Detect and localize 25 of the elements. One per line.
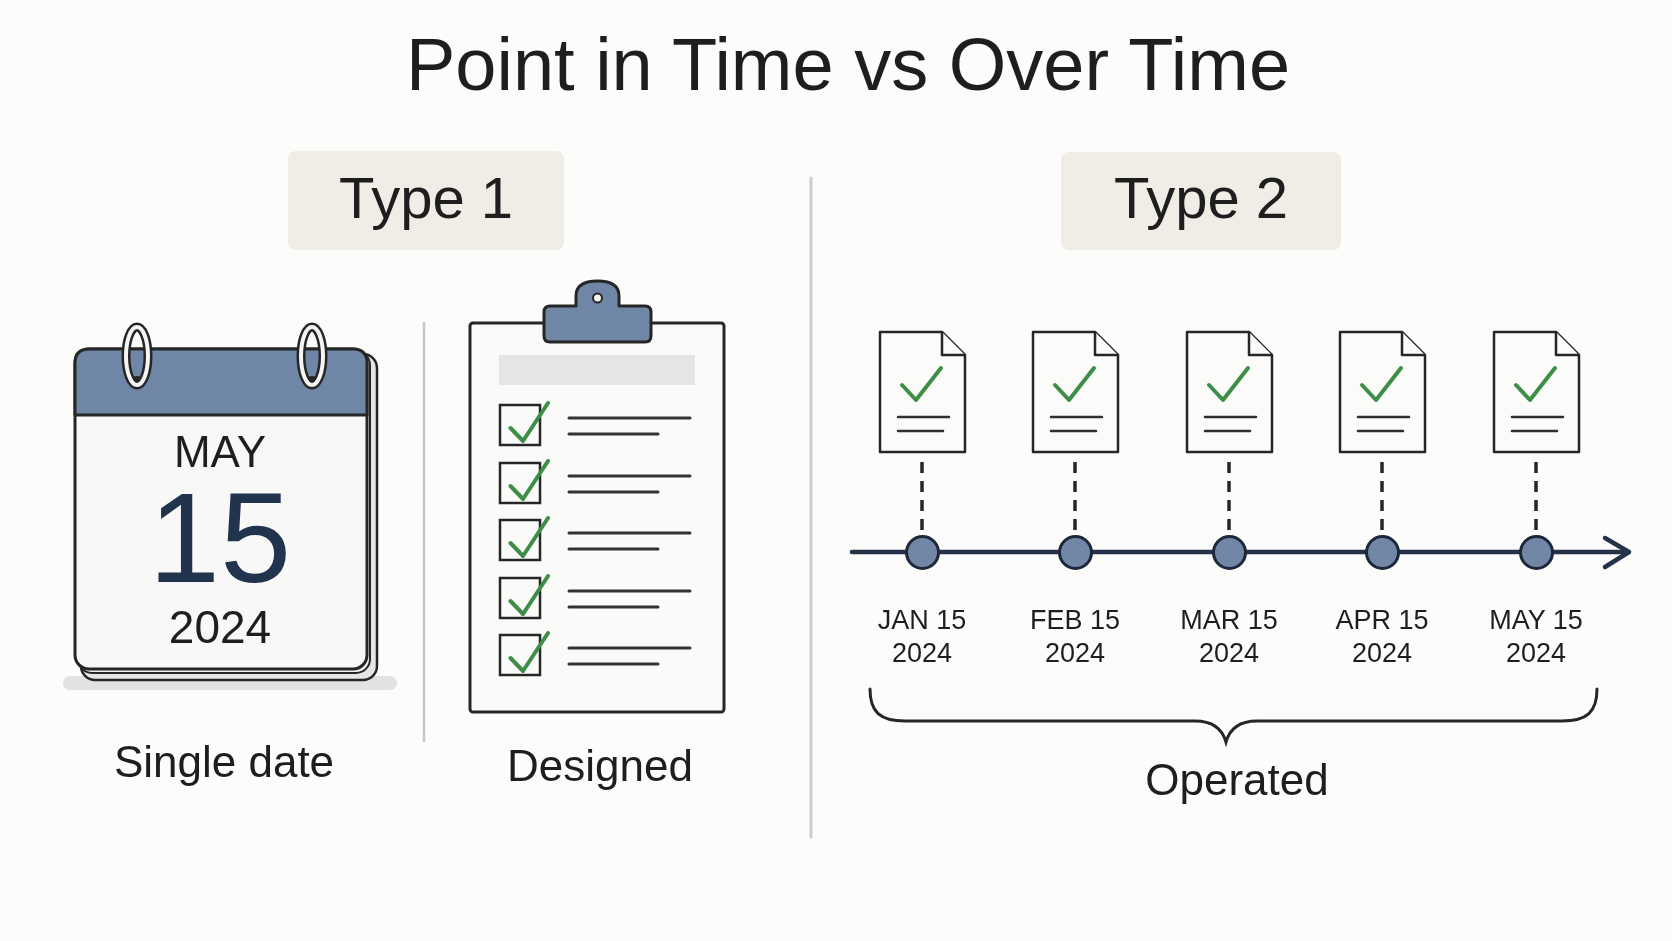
checked-document-icon bbox=[877, 330, 967, 454]
timeline-dot bbox=[904, 534, 940, 570]
checked-document-icon bbox=[1184, 330, 1274, 454]
timeline-dot bbox=[1211, 534, 1247, 570]
date-label: FEB 15 2024 bbox=[1028, 604, 1121, 670]
timeline-dot bbox=[1518, 534, 1554, 570]
year-text: 2024 bbox=[168, 604, 272, 650]
checked-document-icon bbox=[1030, 330, 1120, 454]
date-label: JAN 15 2024 bbox=[876, 604, 968, 670]
timeline-dot bbox=[1057, 534, 1093, 570]
checked-document-icon bbox=[1337, 330, 1427, 454]
title: Point in Time vs Over Time bbox=[405, 21, 1291, 108]
timeline-dot bbox=[1364, 534, 1400, 570]
date-label: APR 15 2024 bbox=[1334, 604, 1430, 670]
section-heading: Type 2 bbox=[1113, 164, 1289, 233]
image-label: Designed bbox=[507, 739, 693, 792]
clipboard-illustration bbox=[468, 279, 727, 714]
date-label: MAR 15 2024 bbox=[1179, 604, 1279, 670]
date-label: MAY 15 2024 bbox=[1488, 604, 1584, 670]
checked-document-icon bbox=[1491, 330, 1581, 454]
bracket-label: Operated bbox=[1145, 753, 1329, 806]
day-number: 15 bbox=[148, 474, 292, 602]
month-text: MAY bbox=[173, 430, 267, 474]
image-label: Single date bbox=[113, 735, 335, 788]
section-heading: Type 1 bbox=[338, 164, 514, 233]
